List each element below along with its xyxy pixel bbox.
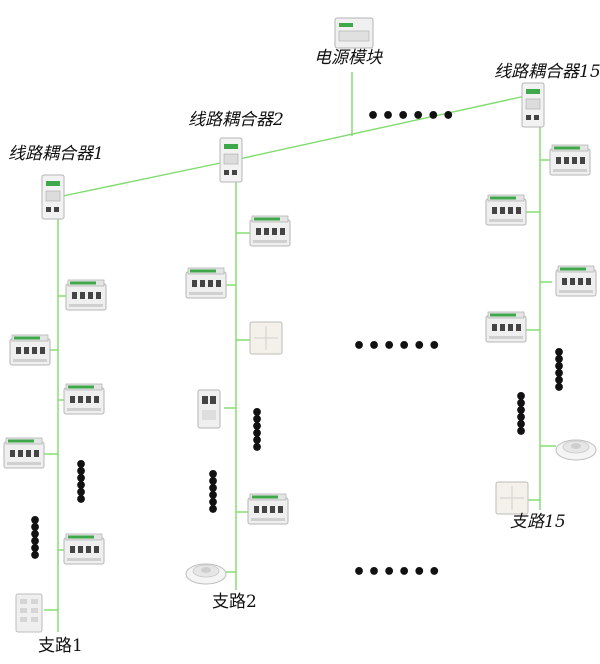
line-coupler-1-device bbox=[41, 174, 65, 220]
branch-1-label: 支路1 bbox=[38, 636, 83, 656]
power-module-label: 电源模块 bbox=[314, 48, 382, 68]
more-branches-ellipsis-mid: •••••• bbox=[352, 334, 443, 359]
branch-1-panel bbox=[15, 593, 43, 633]
branch-15-more-devices-ellipsis-2: •••••• bbox=[514, 385, 529, 445]
branch-2-more-devices-ellipsis-1: •••••• bbox=[250, 401, 265, 461]
branch-2-actuator-2 bbox=[185, 267, 227, 299]
branch-15-more-devices-ellipsis-1: •••••• bbox=[552, 341, 567, 401]
line-coupler-15-label: 线路耦合器15 bbox=[494, 62, 600, 82]
branch-2-line bbox=[224, 178, 250, 590]
branch-2-label: 支路2 bbox=[212, 592, 257, 612]
more-couplers-ellipsis: •••••• bbox=[366, 104, 457, 129]
branch-15-actuator-3 bbox=[555, 265, 597, 297]
line-coupler-15-device bbox=[521, 82, 545, 128]
line-coupler-2-device bbox=[219, 137, 243, 183]
branch-1-actuator-3 bbox=[63, 383, 105, 415]
branch-15-actuator-2 bbox=[485, 194, 527, 226]
branch-1-line bbox=[44, 210, 70, 632]
line-coupler-1-label: 线路耦合器1 bbox=[8, 144, 104, 164]
line-coupler-2-label: 线路耦合器2 bbox=[188, 110, 284, 130]
branch-1-actuator-4 bbox=[3, 437, 45, 469]
branch-15-line bbox=[526, 125, 556, 510]
power-module-device bbox=[334, 17, 374, 49]
branch-1-actuator-2 bbox=[9, 334, 51, 366]
branch-1-actuator-5 bbox=[63, 533, 105, 565]
branch-2-ceiling-sensor bbox=[185, 563, 227, 585]
branch-2-more-devices-ellipsis-2: •••••• bbox=[206, 463, 221, 523]
branch-2-actuator-1 bbox=[249, 215, 291, 247]
branch-15-actuator-4 bbox=[485, 311, 527, 343]
branch-1-more-devices-ellipsis-1: •••••• bbox=[74, 453, 89, 513]
branch-1-actuator-1 bbox=[65, 279, 107, 311]
branch-2-wall-switch bbox=[249, 321, 283, 355]
branch-15-wall-switch bbox=[495, 481, 529, 515]
backbone-line bbox=[57, 94, 531, 198]
branch-1-more-devices-ellipsis-2: •••••• bbox=[28, 509, 43, 569]
more-branches-ellipsis-bottom: •••••• bbox=[352, 560, 443, 585]
branch-2-actuator-3 bbox=[247, 493, 289, 525]
branch-2-narrow-module bbox=[197, 389, 221, 429]
branch-15-ceiling-sensor bbox=[555, 439, 597, 461]
branch-15-label: 支路15 bbox=[510, 512, 566, 532]
branch-15-actuator-1 bbox=[549, 144, 591, 176]
